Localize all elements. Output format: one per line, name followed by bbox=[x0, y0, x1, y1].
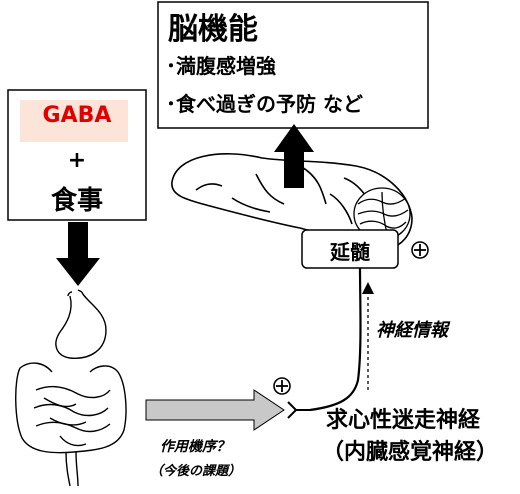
positive-marker-medulla bbox=[411, 241, 429, 259]
gaba-label: GABA bbox=[42, 103, 112, 128]
meal-label: 食事 bbox=[50, 186, 103, 216]
up-arrow-to-brain bbox=[274, 124, 314, 188]
nerve-info-arrowhead bbox=[362, 282, 374, 294]
digestive-tract-illustration bbox=[15, 289, 127, 487]
medulla-label: 延髄 bbox=[330, 240, 370, 264]
medulla-box bbox=[301, 229, 399, 269]
brain-function-title: 脳機能 bbox=[168, 12, 258, 47]
brain-function-item-satiety: ･満腹感増強 bbox=[166, 54, 276, 78]
down-arrow-to-stomach bbox=[56, 222, 100, 286]
plus-label: + bbox=[67, 148, 87, 173]
brain-function-box bbox=[157, 1, 429, 129]
nerve-info-label: 神経情報 bbox=[376, 320, 448, 341]
future-task-label: （今後の課題） bbox=[150, 464, 242, 479]
mechanism-arrow bbox=[145, 389, 285, 431]
brain-function-item-overeating: ･食べ過ぎの予防 など bbox=[166, 92, 363, 116]
cerebellum-illustration bbox=[353, 187, 411, 241]
nerve-ending bbox=[287, 401, 310, 419]
positive-marker-gut bbox=[273, 377, 291, 395]
mechanism-label: 作用機序？ bbox=[160, 439, 230, 455]
gaba-highlight bbox=[20, 100, 128, 142]
vagus-nerve-label: 求心性迷走神経 bbox=[326, 408, 481, 433]
visceral-sensory-nerve-label: （内臓感覚神経） bbox=[322, 440, 499, 465]
vagus-nerve-line bbox=[309, 267, 362, 412]
